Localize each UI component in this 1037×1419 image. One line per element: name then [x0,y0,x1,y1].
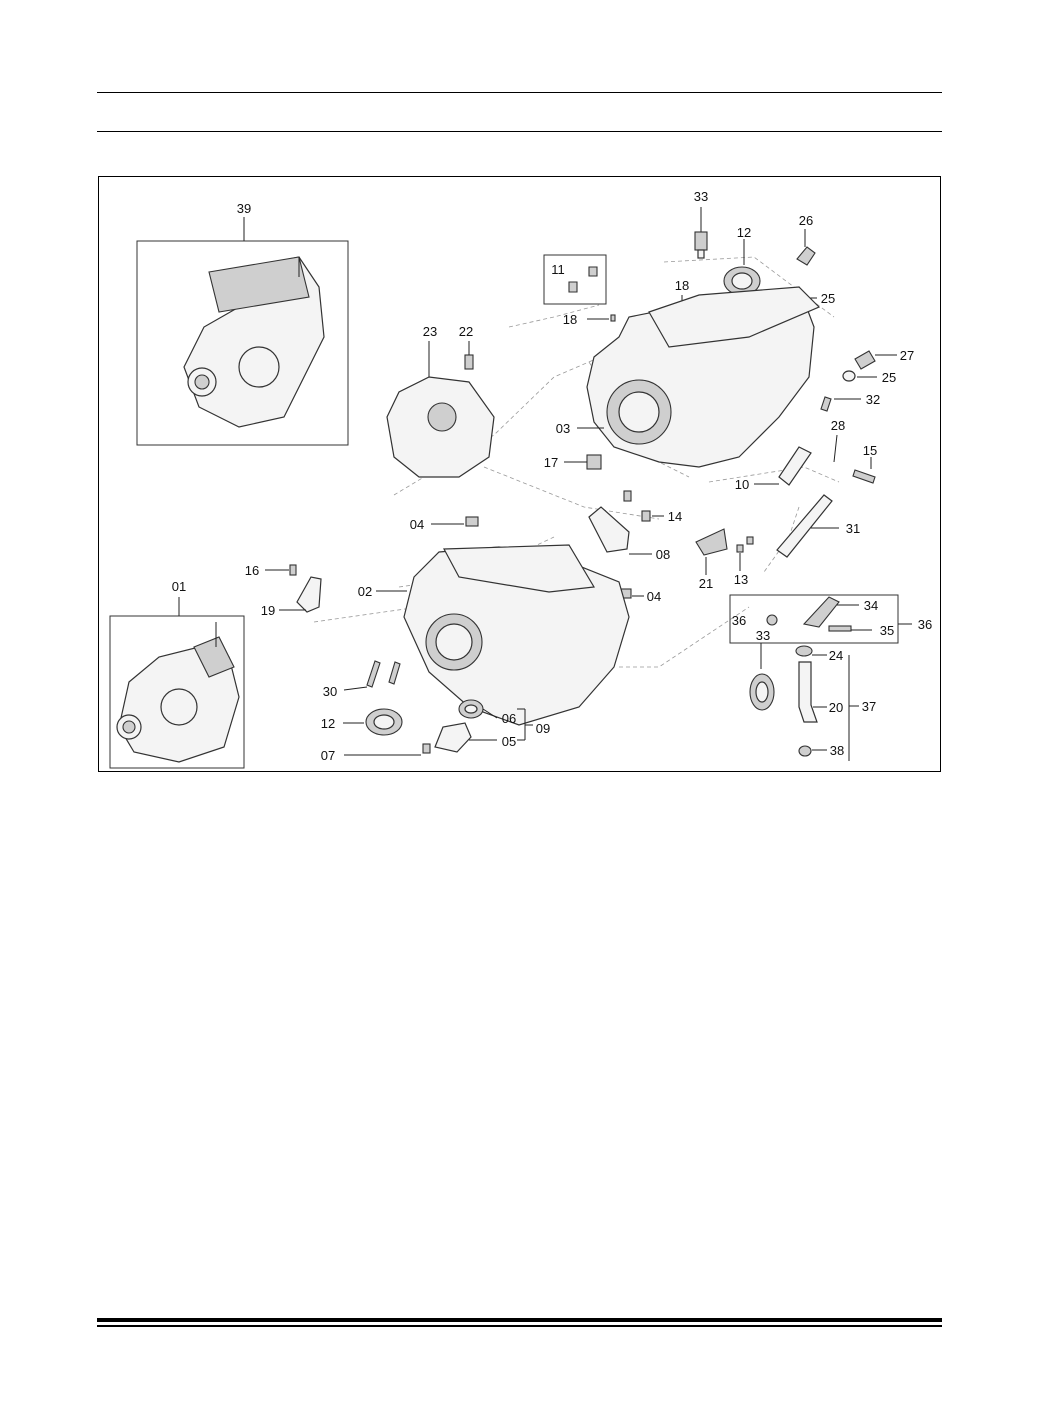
part-28-pin [833,434,838,463]
exploded-parts-diagram: 39 01 23 22 11 33 12 26 18 18 25 27 25 3… [98,176,941,772]
label-02: 02 [358,584,372,599]
label-38: 38 [830,743,844,758]
diagram-canvas: 39 01 23 22 11 33 12 26 18 18 25 27 25 3… [109,189,932,769]
header-bottom-rule [97,131,942,132]
part-39-transmission-assembly [136,217,349,446]
callout-labels: 39 01 23 22 11 33 12 26 18 18 25 27 25 3… [172,189,932,763]
part-26-plug [796,229,816,266]
label-08: 08 [656,547,670,562]
label-12-top: 12 [737,225,751,240]
part-11-plugs [543,254,607,305]
part-01-box [109,615,245,769]
part-22-bolt [464,341,474,370]
label-32: 32 [866,392,880,407]
label-23: 23 [423,324,437,339]
footer-rule-thick [97,1318,942,1322]
label-24: 24 [829,648,843,663]
label-36-a: 36 [732,613,746,628]
label-01: 01 [172,579,186,594]
label-36-b: 36 [918,617,932,632]
label-05: 05 [502,734,516,749]
label-39: 39 [237,201,251,216]
part-14-bolts [623,490,664,522]
label-18-b: 18 [563,312,577,327]
label-04-a: 04 [410,517,424,532]
part-38-bushing [798,745,827,757]
label-34: 34 [864,598,878,613]
label-16: 16 [245,563,259,578]
part-33-sensor-top [694,207,708,259]
label-30: 30 [323,684,337,699]
label-11: 11 [551,262,565,277]
label-25-top: 25 [821,291,835,306]
part-08-bracket [588,506,652,555]
part-36-shift-assembly [729,594,912,644]
label-21: 21 [699,576,713,591]
part-25-oring-right [842,370,877,382]
part-30-bolts [343,660,401,691]
label-17: 17 [544,455,558,470]
part-21-plate [695,528,728,575]
label-33-lower: 33 [756,628,770,643]
label-06: 06 [502,711,516,726]
part-24-bushing [795,645,827,657]
part-39-box [136,240,349,446]
part-09-bracket-lines [517,708,533,741]
label-27: 27 [900,348,914,363]
header-top-rule [97,92,942,93]
label-13: 13 [734,572,748,587]
part-19-lever [279,576,322,613]
part-06-leader [482,708,498,719]
label-28: 28 [831,418,845,433]
part-37-bracket-lines [848,655,859,761]
part-02-case [376,544,630,726]
label-22: 22 [459,324,473,339]
part-33-release-bearing [749,643,775,711]
label-31: 31 [846,521,860,536]
part-32-bolt [820,396,861,412]
label-33-top: 33 [694,189,708,204]
label-12-lower: 12 [321,716,335,731]
label-25-right: 25 [882,370,896,385]
label-03: 03 [556,421,570,436]
label-26: 26 [799,213,813,228]
part-07-bolt [344,743,431,756]
part-15-bolt [852,457,876,484]
label-04-b: 04 [647,589,661,604]
label-19: 19 [261,603,275,618]
part-03-housing [577,286,821,468]
part-13-bolt [736,536,754,571]
label-14: 14 [668,509,682,524]
part-12-seal-top [723,239,761,296]
part-01-transmission-assembly [109,597,245,769]
footer-rule-thin [97,1325,942,1327]
label-15: 15 [863,443,877,458]
label-18-a: 18 [675,278,689,293]
part-20-fork [798,661,827,723]
label-37: 37 [862,699,876,714]
part-31-bracket [776,494,839,558]
label-10: 10 [735,477,749,492]
part-23-cover [386,341,495,478]
label-35: 35 [880,623,894,638]
label-07: 07 [321,748,335,763]
part-12-seal-lower [343,708,403,736]
label-20: 20 [829,700,843,715]
part-10-shaft [754,446,812,486]
part-05-guide [434,722,472,753]
part-27-plug [854,350,897,370]
label-09: 09 [536,721,550,736]
part-06-seal [458,699,484,719]
part-16-screw [265,564,297,576]
part-17-bushing [564,454,602,470]
